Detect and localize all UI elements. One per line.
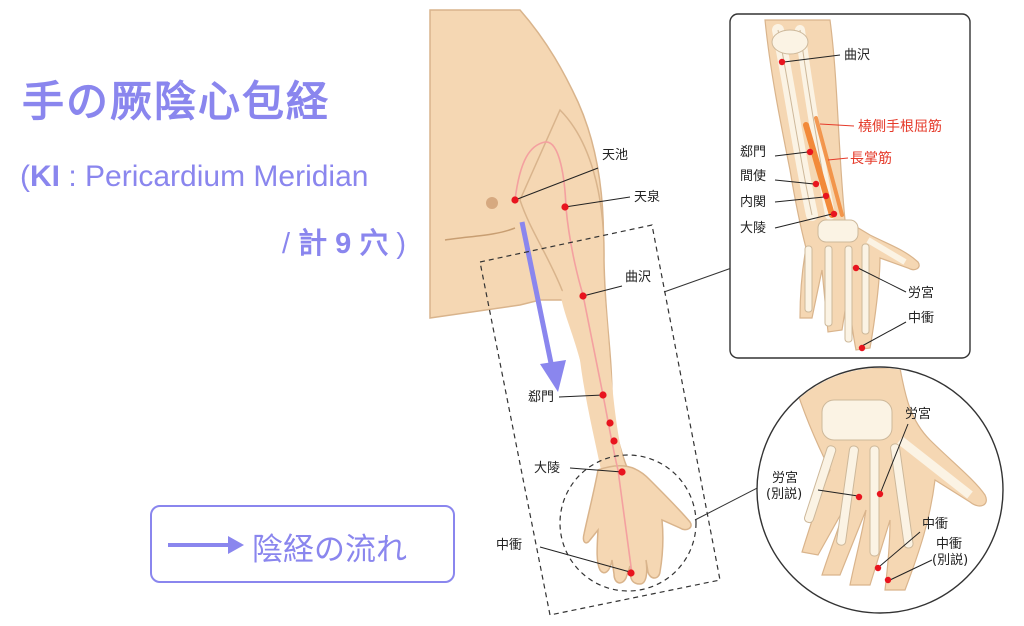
inset-leader-gekimon [774,151,809,157]
hand-label-chusho-alt-note: (別説) [932,552,968,568]
hand-skin [582,464,692,585]
inset-label-chusho: 中衝 [908,311,934,326]
nipple [486,197,498,209]
subtitle: (KI : Pericardium Meridian [20,160,368,194]
leader-gekimon [558,394,604,398]
hand-point-chusho-alt [884,576,892,584]
hand-leader-roukyu [879,423,909,495]
count-suffix: ) [388,228,407,260]
hand-label-roukyu-alt: 労宮 [772,470,798,486]
hand-label-roukyu-alt-note: (別説) [766,486,802,502]
flow-arrow-head [540,360,566,392]
point-gekimon [599,391,607,399]
subtitle-code: KI [30,160,60,193]
inset-leader-roukyu [857,267,907,293]
inset-point-dairyo [830,210,838,218]
leader-tensen [564,196,631,208]
inset-leader-2 [694,483,766,521]
inset-point-kanshi [812,180,820,188]
label-gekimon: 郄門 [528,390,554,405]
inset-label-naikan: 内関 [740,194,766,210]
label-chusho: 中衝 [496,538,522,553]
inset-point-gekimon [806,148,814,156]
inset-label-roukyu: 労宮 [908,285,934,301]
subtitle-sep: : [60,160,86,193]
count-label: 計 9 穴 [298,228,389,260]
leader-chusho [539,546,631,573]
muscle-label-palmaris: 長掌筋 [850,150,892,167]
hand-point-roukyu [876,490,884,498]
inset-label-gekimon: 郄門 [740,145,766,160]
inset-leader-kanshi [774,179,815,185]
subtitle-open: ( [20,160,30,193]
point-tenchi [511,196,519,204]
inset-leader-chusho [861,321,907,347]
forearm-skin [560,290,626,475]
label-dairyo: 大陵 [534,461,560,476]
inset-label-kyokutaku: 曲沢 [844,48,870,63]
inset-point-naikan [822,192,830,200]
inset-leader-kyokutaku [783,54,841,63]
chest-line [444,227,516,241]
muscle-label-fcr: 橈側手根屈筋 [858,118,942,135]
leader-kyokutaku [582,285,623,297]
hand-label-chusho-alt: 中衝 [936,537,962,552]
inset-leader-naikan [774,196,825,203]
point-kanshi [606,419,614,427]
hand-point-chusho [874,564,882,572]
hand-zoom-circle [559,454,697,592]
count-prefix: / [282,228,299,260]
point-tensen [561,203,569,211]
hand-leader-roukyu-alt [817,489,859,497]
inset-label-dairyo: 大陵 [740,221,766,236]
point-chusho [627,569,635,577]
hand-label-roukyu: 労宮 [905,406,931,422]
legend-box: 陰経の流れ [150,505,455,583]
page-title: 手の厥陰心包経 [22,77,331,126]
hand-point-roukyu-alt [855,493,863,501]
hand-leader-chusho [879,531,921,567]
hand-label-chusho: 中衝 [922,517,948,532]
inset-point-chusho [858,344,866,352]
label-tenchi: 天池 [602,148,628,163]
label-kyokutaku: 曲沢 [625,270,651,285]
inset-leader-dairyo [774,213,833,229]
point-naikan [610,437,618,445]
muscle-leader-2 [827,157,849,161]
legend-label: 陰経の流れ [252,532,407,568]
muscle-leader-1 [819,123,855,127]
hand-inset-illustration [789,368,987,591]
subtitle-name: Pericardium Meridian [85,160,369,193]
acupoint-count: / 計 9 穴 ) [282,220,406,262]
hand-leader-chusho-alt [889,559,933,581]
point-dairyo [618,468,626,476]
leader-tenchi [514,167,599,201]
inset-leader-1 [663,264,741,293]
flow-arrow-shaft [519,221,555,369]
leader-dairyo [569,467,623,473]
inset-point-roukyu [852,264,860,272]
inset-point-kyokutaku [778,58,786,66]
inset-label-kanshi: 間使 [740,168,766,184]
point-kyokutaku [579,292,587,300]
label-tensen: 天泉 [634,189,660,205]
zoom-box [479,224,721,616]
legend-arrow-icon [168,536,244,554]
